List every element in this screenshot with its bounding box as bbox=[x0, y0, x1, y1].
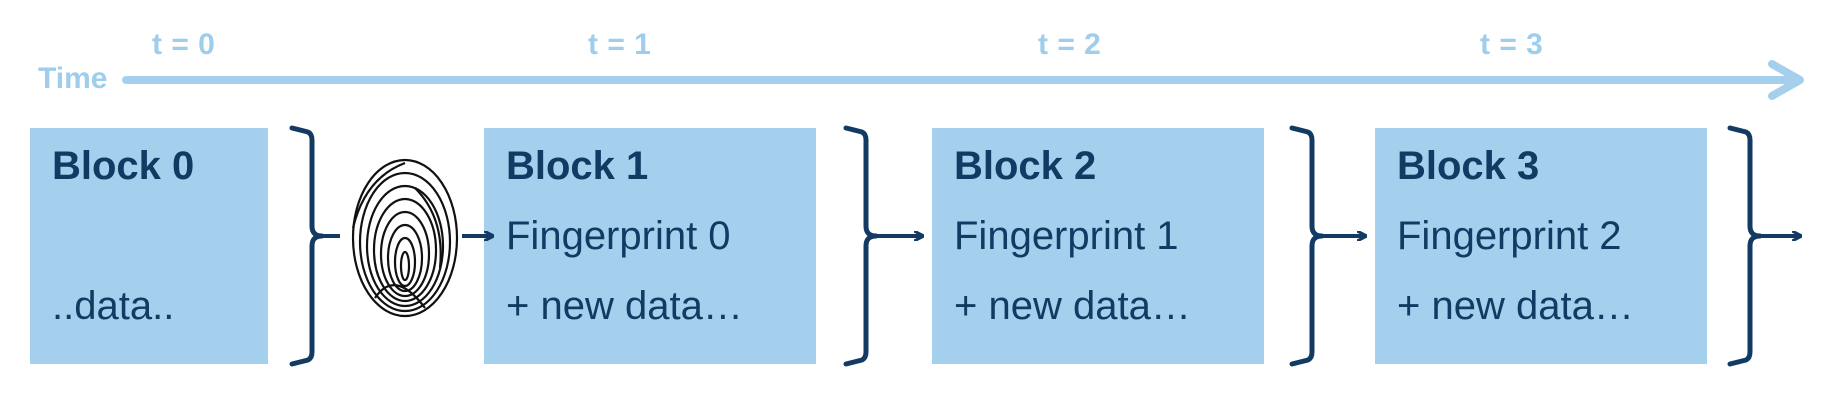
block-fingerprint-text: Fingerprint 0 bbox=[506, 214, 731, 258]
timeline-arrow bbox=[122, 60, 1804, 100]
block-fingerprint-text: Fingerprint 1 bbox=[954, 214, 1179, 258]
block-title: Block 3 bbox=[1397, 144, 1540, 188]
block-fingerprint-text: Fingerprint 2 bbox=[1397, 214, 1622, 258]
block-data-text: ..data.. bbox=[52, 284, 175, 328]
time-axis-label: Time bbox=[38, 62, 108, 95]
block-title: Block 0 bbox=[52, 144, 195, 188]
time-tick-2: t = 2 bbox=[1038, 28, 1102, 61]
block-data-text: + new data… bbox=[1397, 284, 1634, 328]
bracket-1 bbox=[843, 125, 922, 367]
block-3: Block 3 Fingerprint 2 + new data… bbox=[1375, 128, 1707, 364]
block-title: Block 2 bbox=[954, 144, 1097, 188]
time-tick-1: t = 1 bbox=[588, 28, 652, 61]
bracket-3 bbox=[1727, 125, 1800, 367]
bracket-0 bbox=[289, 125, 340, 367]
bracket-2 bbox=[1289, 125, 1365, 367]
block-title: Block 1 bbox=[506, 144, 649, 188]
block-data-text: + new data… bbox=[506, 284, 743, 328]
block-data-text: + new data… bbox=[954, 284, 1191, 328]
fingerprint-icon bbox=[351, 158, 459, 318]
time-tick-3: t = 3 bbox=[1480, 28, 1544, 61]
block-0: Block 0 ..data.. bbox=[30, 128, 268, 364]
block-1: Block 1 Fingerprint 0 + new data… bbox=[484, 128, 816, 364]
time-tick-0: t = 0 bbox=[152, 28, 216, 61]
block-2: Block 2 Fingerprint 1 + new data… bbox=[932, 128, 1264, 364]
